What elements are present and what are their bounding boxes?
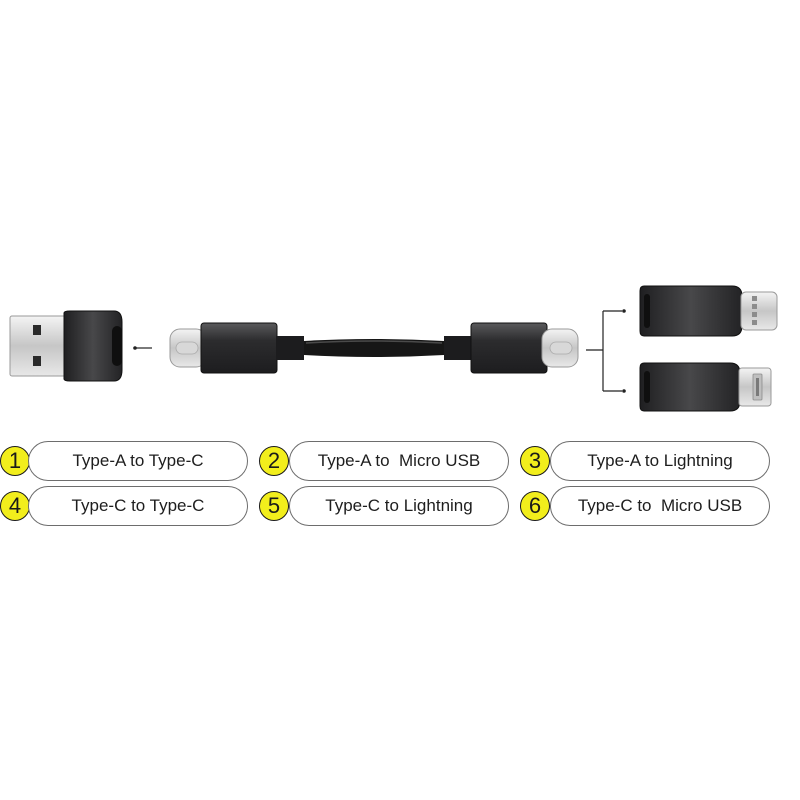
option-labels: 1 Type-A to Type-C 2 Type-A to Micro USB… bbox=[0, 438, 800, 528]
option-number-badge: 6 bbox=[520, 491, 550, 521]
option-label: Type-A to Micro USB bbox=[289, 441, 509, 481]
bracket-connector-line bbox=[586, 310, 622, 392]
usb-a-adapter bbox=[9, 310, 123, 382]
usb-c-cable bbox=[169, 322, 579, 374]
option-label: Type-A to Type-C bbox=[28, 441, 248, 481]
option-number-badge: 1 bbox=[0, 446, 30, 476]
product-image bbox=[9, 285, 778, 412]
option-number-badge: 5 bbox=[259, 491, 289, 521]
option-label: Type-C to Type-C bbox=[28, 486, 248, 526]
lightning-adapter bbox=[639, 285, 778, 337]
option-label: Type-A to Lightning bbox=[550, 441, 770, 481]
option-number-badge: 2 bbox=[259, 446, 289, 476]
option-number-badge: 4 bbox=[0, 491, 30, 521]
option-number-badge: 3 bbox=[520, 446, 550, 476]
option-label: Type-C to Micro USB bbox=[550, 486, 770, 526]
micro-usb-adapter bbox=[639, 362, 772, 412]
option-label: Type-C to Lightning bbox=[289, 486, 509, 526]
lightning-plug-icon bbox=[740, 291, 778, 331]
